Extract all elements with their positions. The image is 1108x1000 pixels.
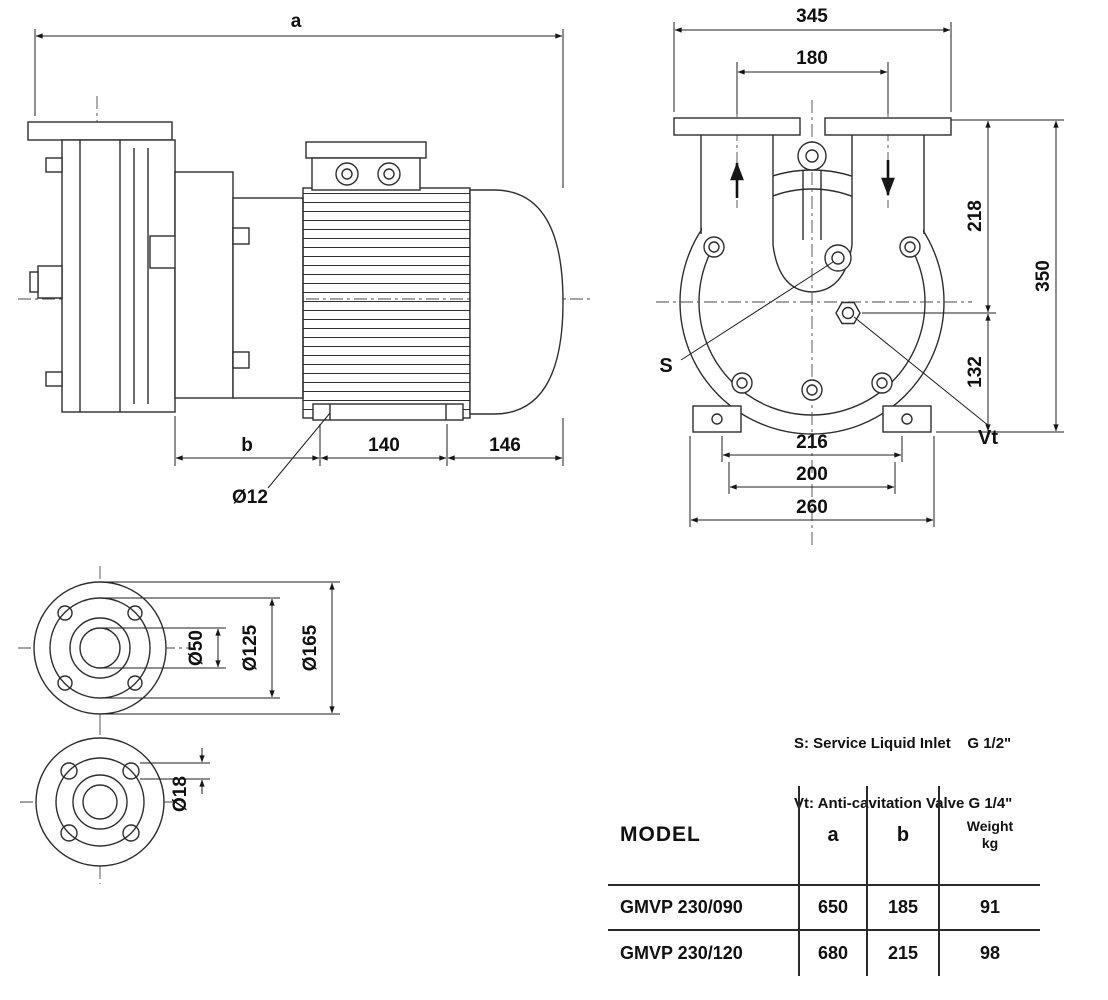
leader-line-vt	[853, 316, 990, 427]
dim-label-216: 216	[796, 432, 828, 453]
dim-label-d12: Ø12	[232, 487, 268, 508]
flange-outer-circle	[33, 581, 167, 715]
pump-suction-flange	[27, 121, 173, 141]
flange-detail-views: Ø50 Ø125 Ø165 Ø18	[18, 566, 340, 884]
cell-b: 185	[868, 886, 940, 929]
legend-notes: S: Service Liquid Inlet G 1/2" Vt: Anti-…	[794, 694, 1012, 834]
motor-fin-body	[302, 187, 471, 419]
cell-a: 650	[800, 886, 868, 929]
left-foot	[692, 405, 742, 433]
front-view: 345 180 218 132 350 216 200 260 S Vt	[656, 6, 1064, 548]
dim-label-b: b	[241, 435, 253, 456]
model-table: MODEL a b Weight kg GMVP 230/090 650 185…	[608, 786, 1040, 976]
dim-label-d18: Ø18	[170, 776, 191, 812]
dim-label-d165: Ø165	[300, 624, 321, 671]
leader-line-d12	[267, 412, 331, 489]
cell-b: 215	[868, 931, 940, 976]
table-row: GMVP 230/120 680 215 98	[608, 931, 1040, 976]
table-row: GMVP 230/090 650 185 91	[608, 886, 1040, 931]
label-vt: Vt	[978, 427, 998, 449]
terminal-box-lid	[305, 141, 427, 159]
suction-flange	[673, 117, 801, 136]
dim-label-180: 180	[796, 48, 828, 69]
anti-cavitation-valve	[835, 301, 861, 325]
cell-a: 680	[800, 931, 868, 976]
leader-line-s	[680, 261, 834, 361]
table-header-b: b	[868, 786, 940, 884]
note-service-liquid-inlet: S: Service Liquid Inlet G 1/2"	[794, 735, 1012, 752]
label-s: S	[659, 355, 672, 377]
dim-label-d50: Ø50	[186, 630, 207, 666]
terminal-box	[311, 157, 421, 191]
motor-foot	[312, 403, 464, 421]
cell-weight: 91	[979, 897, 1001, 917]
table-header-model: MODEL	[608, 786, 800, 884]
dim-label-d125: Ø125	[240, 624, 261, 671]
table-header-weight: Weight kg	[940, 786, 1040, 884]
drain-plug	[37, 265, 63, 299]
table-header-a: a	[800, 786, 868, 884]
dim-label-218: 218	[965, 200, 986, 232]
dim-label-132: 132	[965, 356, 986, 388]
dim-label-260: 260	[796, 497, 828, 518]
kg-label: kg	[981, 835, 999, 851]
note-anti-cavitation-valve: Vt: Anti-cavitation Valve G 1/4"	[794, 795, 1013, 812]
dim-label-140: 140	[368, 435, 400, 456]
dim-label-200: 200	[796, 464, 828, 485]
dim-label-a: a	[291, 11, 302, 32]
weight-label: Weight	[966, 818, 1014, 834]
table-header-row: MODEL a b Weight kg	[608, 786, 1040, 886]
pump-bracket	[174, 171, 234, 399]
motor-end-cap	[469, 189, 564, 415]
side-view: a	[18, 11, 592, 508]
cell-weight: 98	[979, 943, 1001, 963]
cell-model: GMVP 230/120	[608, 931, 800, 976]
dim-label-146: 146	[489, 435, 521, 456]
flange-outer-circle-2	[35, 737, 165, 867]
right-foot	[882, 405, 932, 433]
pump-casing	[61, 139, 176, 413]
discharge-flange	[824, 117, 952, 136]
dim-label-350: 350	[1033, 260, 1054, 292]
dim-label-345: 345	[796, 6, 828, 27]
cell-model: GMVP 230/090	[608, 886, 800, 929]
